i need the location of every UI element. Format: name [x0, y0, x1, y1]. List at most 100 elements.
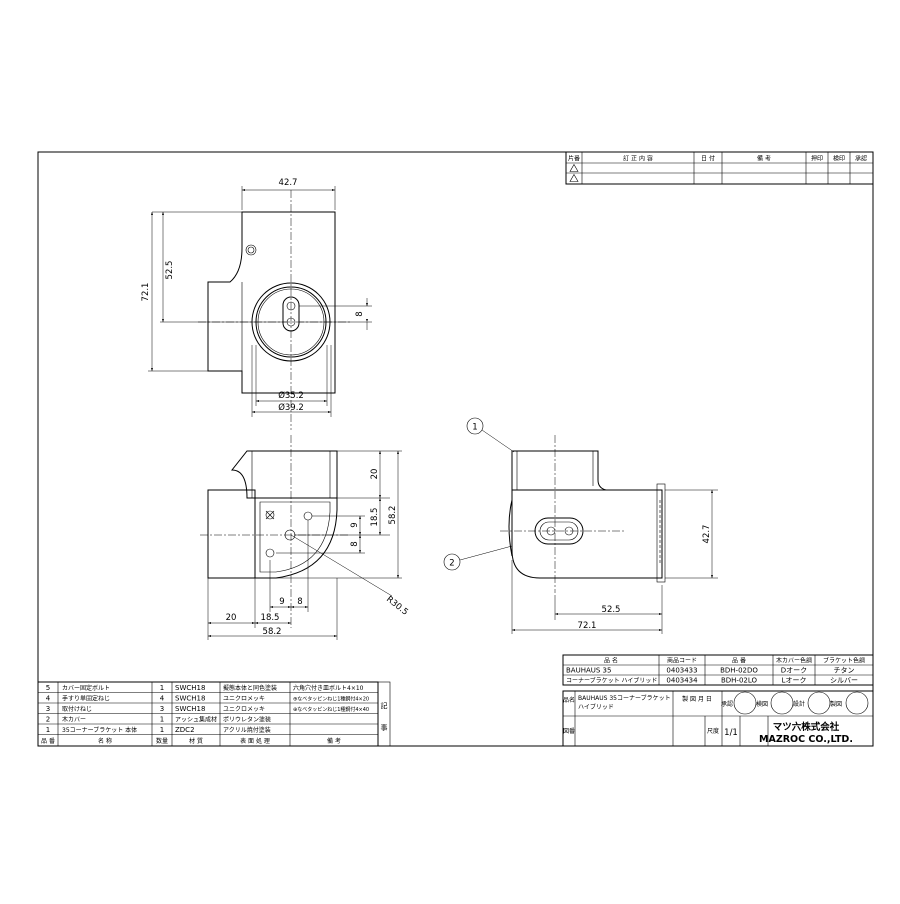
parts-side-label-2: 事	[381, 723, 388, 732]
parts-header-name: 名 称	[98, 737, 112, 745]
part-treatment: ユニクロメッキ	[223, 706, 265, 713]
title-name-label: 品名	[563, 696, 575, 704]
part-qty: 4	[160, 695, 165, 703]
part-name: 手すり単固定ねじ	[62, 695, 110, 703]
balloon-1-label: 1	[472, 423, 477, 433]
dim-dia-outer: Ø39.2	[278, 402, 304, 413]
dim-top-height-inner: 52.5	[165, 261, 175, 280]
part-qty: 1	[160, 726, 164, 734]
dim-front-upper: 20	[370, 469, 380, 480]
dim-side-bottom-525: 52.5	[602, 605, 621, 615]
parts-list: 記 事 5 カバー固定ボルト 1 SWCH18 擬態本体と同色塗装 六角穴付き皿…	[37, 681, 391, 747]
balloon-2-label: 2	[449, 559, 454, 569]
product-table: 品 名 商品コード 品 番 木カバー色調 ブラケット色調 BAUHAUS 35 …	[562, 654, 874, 686]
dim-front-hole-a: 9	[350, 522, 360, 527]
rev-header-stamp: 押印	[811, 155, 823, 163]
product-row1-name: BAUHAUS 35	[566, 667, 611, 675]
part-treatment: 擬態本体と同色塗装	[223, 684, 277, 692]
top-view: 42.7 52.5 72.1 8 Ø35.2 Ø39.2	[141, 178, 372, 430]
part-no: 2	[46, 716, 50, 724]
part-name: 木カバー	[62, 716, 86, 724]
stamp-label-check: 検図	[756, 700, 768, 708]
part-name: 35コーナーブラケット 本体	[62, 726, 137, 734]
rev-header-check: 検印	[833, 155, 845, 163]
company-name-jp: マツ六株式会社	[773, 721, 840, 733]
revision-triangle-icon	[569, 163, 579, 172]
part-no: 3	[46, 705, 50, 713]
product-header-bracket-color: ブラケット色調	[823, 657, 865, 665]
product-header-cover-color: 木カバー色調	[776, 657, 812, 665]
mount-hole	[265, 510, 275, 520]
product-row2-code: 0403434	[666, 677, 698, 685]
parts-header-material: 材 質	[189, 737, 203, 745]
balloon-1	[466, 417, 484, 435]
part-no: 5	[46, 684, 50, 692]
part-treatment: ポリウレタン塗装	[223, 716, 271, 724]
stamp-circle	[807, 691, 831, 715]
dim-slot-spacing: 8	[355, 311, 365, 316]
scale-value: 1/1	[724, 728, 738, 738]
front-view: 20 18.5 58.2 9 8 R30.5 20 18.5 9 8 58.2	[200, 435, 410, 640]
title-no-label: 図番	[563, 728, 575, 735]
scale-label: 尺度	[707, 727, 719, 735]
dim-front-bottom-185: 18.5	[261, 613, 280, 623]
dim-radius: R30.5	[384, 594, 410, 617]
side-view: 42.7 52.5 72.1 1 2	[443, 417, 718, 634]
product-row2-name: コーナーブラケット ハイブリッド	[566, 677, 657, 685]
balloon-2	[443, 553, 461, 571]
product-row2-bracket-color: シルバー	[830, 677, 858, 685]
part-no: 1	[46, 726, 50, 734]
product-header-code: 商品コード	[667, 657, 697, 665]
bolt-hole	[245, 244, 257, 256]
product-row1-partno: BDH-02DO	[720, 667, 758, 675]
part-remarks: ⊕なべタッピンねじ1種鋼付4×40	[293, 706, 369, 713]
part-material: ZDC2	[175, 726, 195, 734]
dim-front-bottom-total: 58.2	[263, 627, 282, 637]
product-header-name: 品 名	[604, 657, 618, 665]
part-material: アッシュ集成材	[175, 716, 217, 724]
part-material: SWCH18	[175, 695, 205, 703]
stamp-label-approve: 承認	[721, 700, 733, 708]
dim-top-height-outer: 72.1	[141, 283, 151, 302]
stamp-circle	[770, 691, 794, 715]
company-name-en: MAZROC CO.,LTD.	[759, 734, 853, 745]
product-row1-code: 0403433	[666, 667, 697, 675]
title-name-line1: BAUHAUS 35コーナーブラケット	[578, 694, 671, 702]
rev-header-remarks: 備 考	[757, 155, 771, 163]
product-row1-cover-color: Dオーク	[781, 667, 807, 675]
part-material: SWCH18	[175, 684, 205, 692]
rev-header-content: 訂 正 内 容	[623, 155, 653, 163]
rev-header-no: 片番	[568, 155, 580, 163]
rev-header-approve: 承認	[855, 155, 867, 163]
part-name: 取付けねじ	[62, 705, 92, 713]
rev-header-date: 日 付	[701, 155, 715, 163]
part-name: カバー固定ボルト	[62, 684, 110, 692]
dim-front-bottom-8: 8	[297, 597, 302, 607]
stamp-circle	[845, 691, 869, 715]
dim-front-hole-b: 8	[350, 541, 360, 546]
part-remarks: ⊕なべタッピンねじ1種鋼付4×20	[293, 696, 369, 703]
part-treatment: ユニクロメッキ	[223, 696, 265, 703]
part-qty: 3	[160, 705, 164, 713]
dim-front-total: 58.2	[388, 506, 398, 525]
part-no: 4	[46, 695, 51, 703]
parts-header-qty: 数量	[156, 737, 168, 745]
dim-side-height: 42.7	[702, 525, 712, 544]
part-qty: 1	[160, 684, 164, 692]
dim-front-mid: 18.5	[370, 508, 380, 527]
parts-header-treatment: 表 面 処 理	[240, 737, 270, 745]
stamp-label-design: 設計	[793, 700, 805, 708]
title-name-line2: ハイブリッド	[578, 703, 614, 711]
dim-front-bottom-9: 9	[279, 597, 284, 607]
parts-header-no: 品 番	[41, 738, 55, 745]
title-date-label: 製 図 月 日	[682, 695, 712, 703]
product-row2-partno: BDH-02LO	[721, 677, 758, 685]
title-block: 品名 BAUHAUS 35コーナーブラケット ハイブリッド 製 図 月 日 図番…	[562, 690, 874, 747]
dim-front-bottom-20: 20	[226, 613, 237, 623]
part-remarks: 六角穴付き皿ボルト4×10	[293, 684, 364, 692]
product-row2-cover-color: Lオーク	[782, 677, 807, 685]
revision-triangle-icon	[569, 173, 579, 182]
parts-header-remarks: 備 考	[327, 737, 341, 745]
